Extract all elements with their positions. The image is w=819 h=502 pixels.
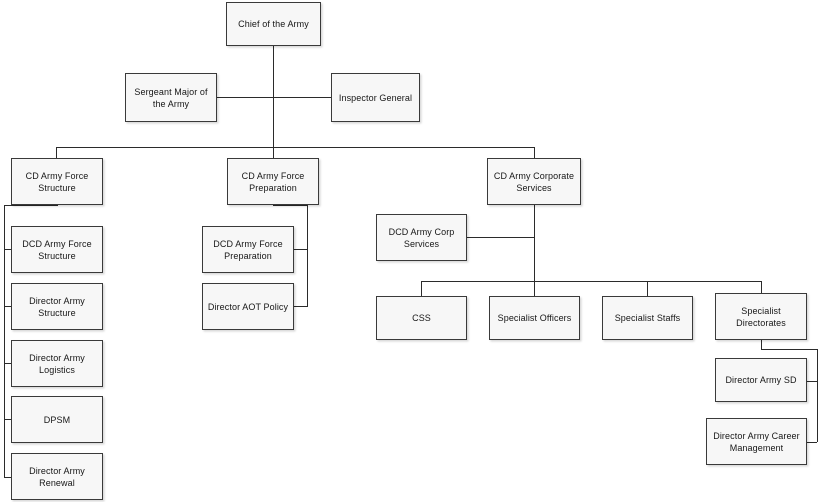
connector-spec-spine: [817, 349, 818, 442]
node-label: CD Army Force Preparation: [241, 170, 305, 193]
node-label: Director Army Structure: [29, 295, 85, 318]
node-label: CD Army Corporate Services: [493, 170, 575, 193]
node-chief-of-the-army[interactable]: Chief of the Army: [226, 2, 321, 46]
node-label: Director AOT Policy: [207, 301, 289, 312]
node-sergeant-major-of-the-army[interactable]: Sergeant Major of the Army: [125, 73, 217, 122]
connector-left-spine-stem: [57, 205, 58, 206]
connector-spec-spine-top: [761, 349, 817, 350]
connector-left-spine: [4, 205, 5, 477]
node-label: Specialist Officers: [497, 313, 572, 323]
node-director-army-career-management[interactable]: Director Army Career Management: [706, 418, 807, 465]
node-dcd-army-force-structure[interactable]: DCD Army Force Structure: [11, 226, 103, 273]
node-dcd-army-corp-services[interactable]: DCD Army Corp Services: [376, 214, 467, 261]
connector-drop-force-preparation: [273, 147, 274, 158]
node-director-army-logistics[interactable]: Director Army Logistics: [11, 340, 103, 387]
connector-drop-specialist-directorates: [761, 281, 762, 293]
node-label: Specialist Staffs: [614, 313, 681, 323]
node-cd-army-force-structure[interactable]: CD Army Force Structure: [11, 158, 103, 205]
node-css[interactable]: CSS: [376, 296, 467, 340]
node-cd-army-corporate-services[interactable]: CD Army Corporate Services: [487, 158, 581, 205]
connector-left-stub-dpsm: [4, 419, 11, 420]
node-label: Inspector General: [338, 92, 413, 103]
node-inspector-general[interactable]: Inspector General: [331, 73, 420, 122]
connector-left-stub-director-army-renewal: [4, 477, 11, 478]
connector-spec-stub-director-army-career: [807, 442, 817, 443]
connector-left-stub-director-army-logistics: [4, 363, 11, 364]
connector-spec-spine-stem: [761, 340, 762, 349]
node-label: CSS: [412, 313, 431, 323]
connector-spec-stub-director-army-sd: [807, 381, 817, 382]
node-label: DPSM: [43, 414, 71, 425]
node-specialist-officers[interactable]: Specialist Officers: [489, 296, 580, 340]
node-dcd-army-force-preparation[interactable]: DCD Army Force Preparation: [202, 226, 294, 273]
node-label: Director Army Renewal: [29, 465, 85, 488]
node-label: Chief of the Army: [238, 19, 309, 29]
connector-drop-corporate-services: [534, 147, 535, 158]
connector-mid-spine: [307, 205, 308, 307]
connector-left-stub-director-army-structure: [4, 306, 11, 307]
connector-drop-force-structure: [56, 147, 57, 158]
connector-mid-spine-top: [273, 205, 307, 206]
node-director-army-structure[interactable]: Director Army Structure: [11, 283, 103, 330]
connector-chief-stem: [273, 46, 274, 147]
connector-mid-stub-director-aot-policy: [294, 306, 307, 307]
node-label: Sergeant Major of the Army: [134, 86, 208, 109]
connector-level2-trunk: [56, 147, 534, 148]
node-label: CD Army Force Structure: [25, 170, 89, 193]
node-label: Director Army Logistics: [29, 352, 85, 375]
connector-aide-bar: [217, 97, 331, 98]
connector-corp-stub-dcd-corp-services: [467, 237, 534, 238]
node-label: Director Army SD: [725, 375, 797, 385]
node-director-army-renewal[interactable]: Director Army Renewal: [11, 453, 103, 500]
node-label: Specialist Directorates: [736, 305, 786, 328]
node-director-aot-policy[interactable]: Director AOT Policy: [202, 283, 294, 330]
node-label: DCD Army Force Structure: [22, 238, 92, 261]
node-label: DCD Army Force Preparation: [213, 238, 283, 261]
connector-corp-spine: [534, 205, 535, 296]
connector-drop-specialist-officers: [534, 281, 535, 296]
node-specialist-directorates[interactable]: Specialist Directorates: [715, 293, 807, 340]
node-label: Director Army Career Management: [713, 430, 800, 453]
node-dpsm[interactable]: DPSM: [11, 396, 103, 443]
connector-mid-stub-dcd-force-preparation: [294, 249, 307, 250]
node-label: DCD Army Corp Services: [388, 226, 455, 249]
node-director-army-sd[interactable]: Director Army SD: [715, 358, 807, 402]
connector-left-stub-dcd-force-structure: [4, 249, 11, 250]
node-specialist-staffs[interactable]: Specialist Staffs: [602, 296, 693, 340]
connector-drop-css: [421, 281, 422, 296]
connector-left-spine-top: [4, 205, 57, 206]
connector-level4-bar: [421, 281, 761, 282]
node-cd-army-force-preparation[interactable]: CD Army Force Preparation: [227, 158, 319, 205]
connector-drop-specialist-staffs: [647, 281, 648, 296]
